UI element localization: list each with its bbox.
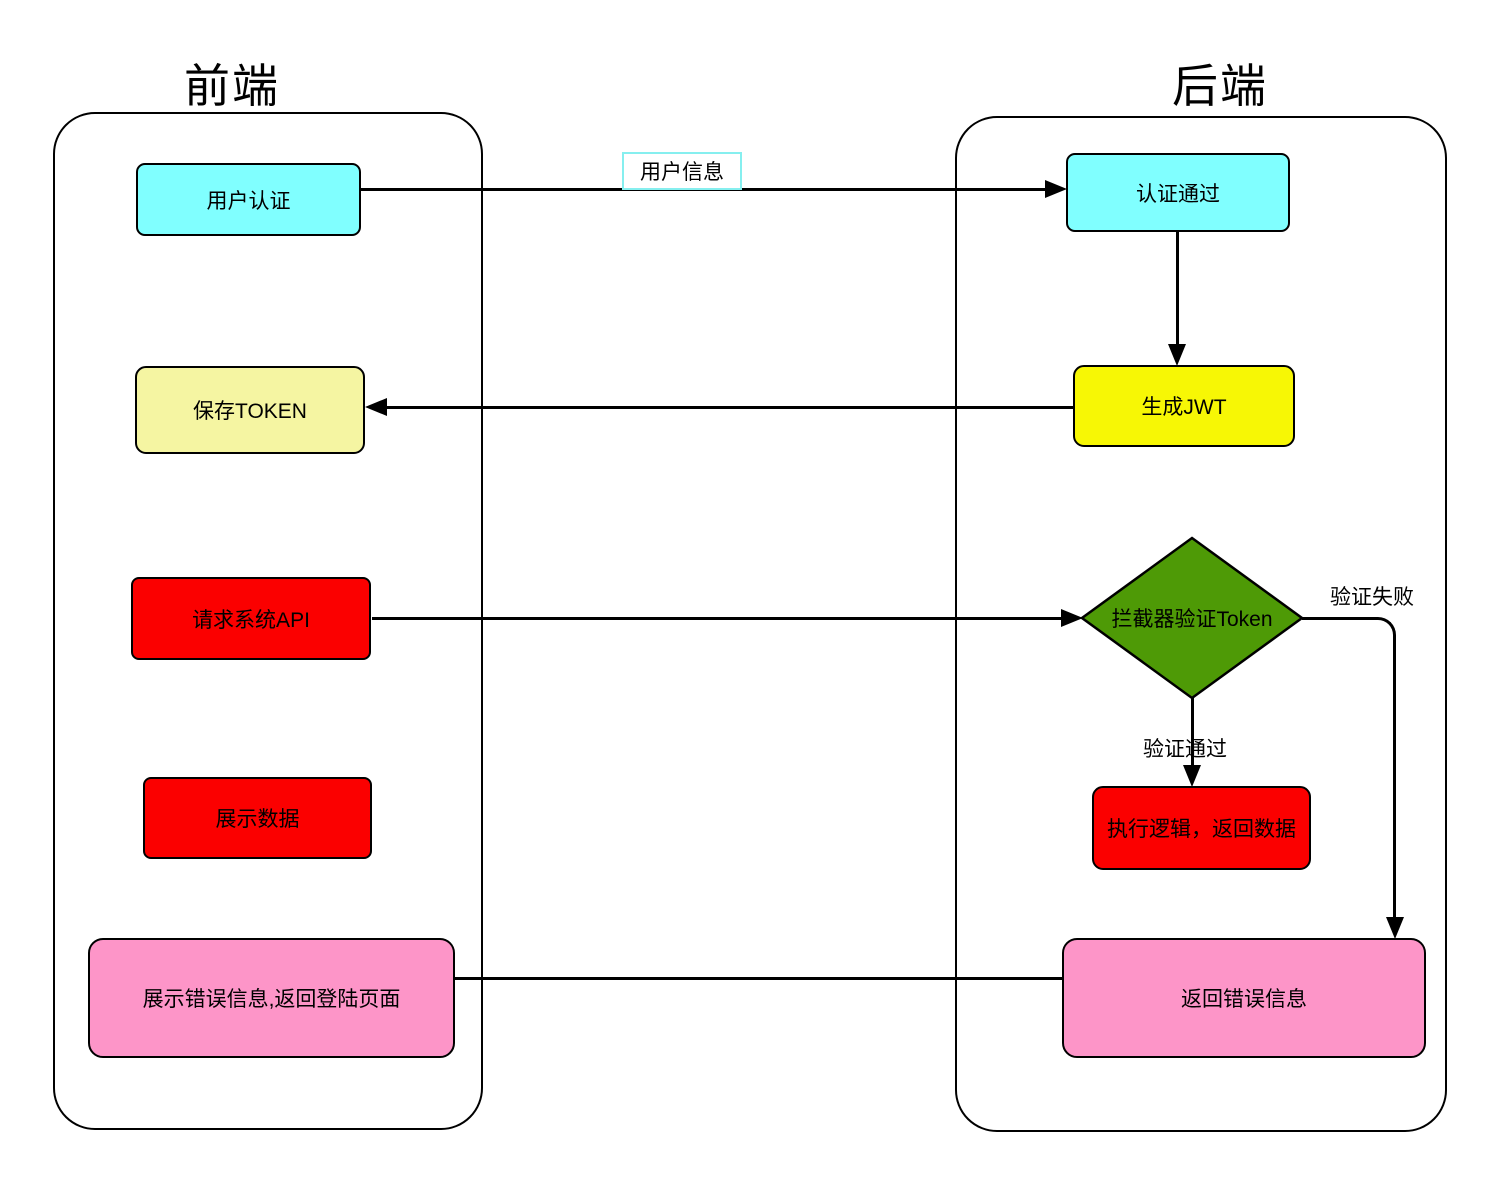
node-show-error: 展示错误信息,返回登陆页面 (88, 938, 455, 1058)
node-return-error: 返回错误信息 (1062, 938, 1426, 1058)
decision-diamond-polygon (1080, 536, 1304, 700)
arrowhead-icon (1168, 344, 1186, 366)
node-interceptor-decision: 拦截器验证Token (1080, 536, 1304, 700)
node-user-auth: 用户认证 (136, 163, 361, 236)
node-generate-jwt: 生成JWT (1073, 365, 1295, 447)
lane-title-frontend: 前端 (184, 60, 280, 112)
arrowhead-icon (1386, 917, 1404, 939)
frontend-lane-container (53, 112, 483, 1130)
node-save-token: 保存TOKEN (135, 366, 365, 454)
lane-title-backend: 后端 (1172, 60, 1268, 112)
node-request-api: 请求系统API (131, 577, 371, 660)
decision-diamond-shape (1080, 536, 1304, 700)
node-interceptor-label: 拦截器验证Token (1111, 608, 1273, 631)
edge-label-user-info: 用户信息 (622, 152, 742, 190)
arrowhead-icon (1045, 180, 1067, 198)
node-auth-pass: 认证通过 (1066, 153, 1290, 232)
edge-interceptor-to-execlogic (1191, 698, 1194, 770)
edge-jwt-to-savetoken (385, 406, 1073, 409)
edge-requestapi-to-interceptor (372, 617, 1064, 620)
backend-lane-container (955, 116, 1447, 1132)
edge-authpass-to-jwt (1176, 232, 1179, 350)
edge-label-verify-pass: 验证通过 (1143, 738, 1227, 761)
edge-interceptor-to-returnerror (1302, 617, 1396, 920)
arrowhead-icon (1061, 609, 1083, 627)
node-show-data: 展示数据 (143, 777, 372, 859)
edge-label-verify-fail: 验证失败 (1330, 586, 1414, 609)
edge-returnerror-to-showerror (455, 977, 1062, 980)
arrowhead-icon (365, 398, 387, 416)
arrowhead-icon (1183, 765, 1201, 787)
node-exec-logic: 执行逻辑，返回数据 (1092, 786, 1311, 870)
